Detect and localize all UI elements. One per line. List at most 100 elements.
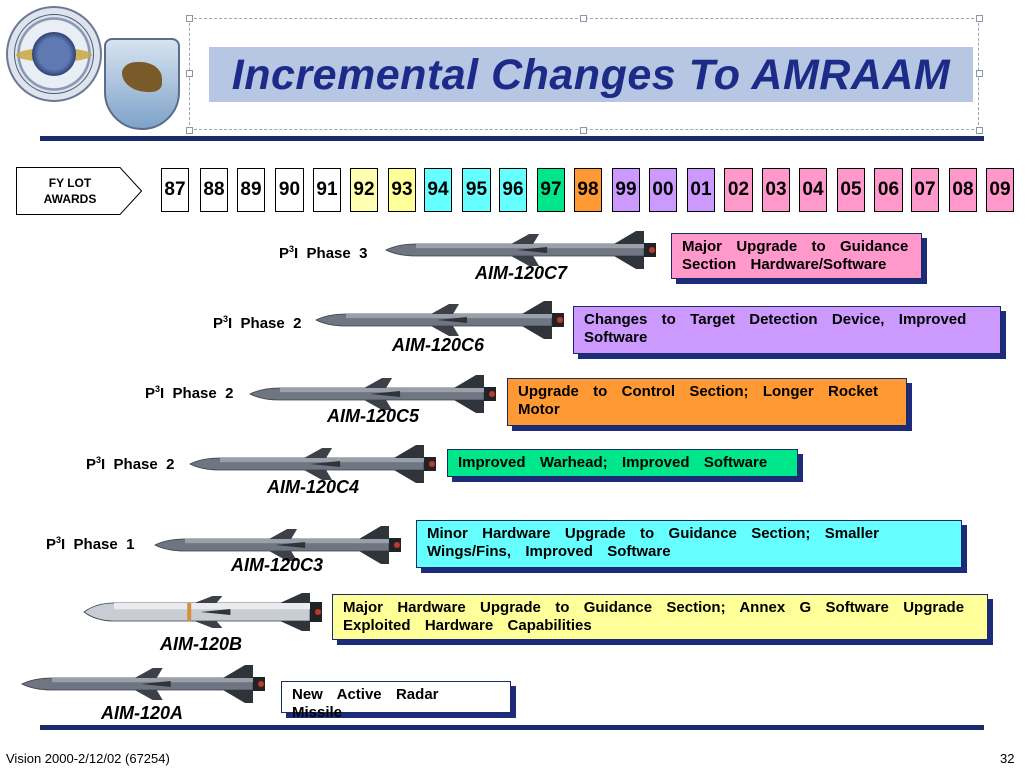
missile-nozzle-glow — [429, 461, 435, 467]
missile-nozzle-glow — [258, 681, 264, 687]
missile-fin-top — [223, 665, 253, 678]
fy-lot-line2: AWARDS — [43, 192, 97, 206]
phase-label: P3I Phase 3 — [279, 244, 367, 262]
upgrade-description: Minor Hardware Upgrade to Guidance Secti… — [416, 520, 962, 568]
missile-wing-side — [140, 681, 171, 687]
logo-ring — [14, 14, 94, 94]
year-box: 98 — [574, 168, 602, 212]
air-to-air-jspo-logo — [104, 38, 180, 130]
missile-name: AIM-120A — [101, 703, 184, 723]
slide-number: 32 — [1000, 751, 1015, 766]
phase-superscript: 3 — [155, 384, 161, 394]
phase-superscript: 3 — [223, 314, 229, 324]
year-box: 88 — [200, 168, 228, 212]
year-box: 97 — [537, 168, 565, 212]
missile-icon — [249, 375, 496, 413]
missile-fin-top — [280, 593, 310, 603]
upgrade-description: New Active Radar Missile — [281, 681, 511, 721]
missile-icon — [83, 593, 322, 631]
missile-wing-side — [370, 391, 401, 397]
upgrade-description: Upgrade to Control Section; Longer Rocke… — [507, 378, 907, 426]
year-box: 03 — [762, 168, 790, 212]
year-box: 04 — [799, 168, 827, 212]
logo-emblem — [32, 32, 76, 76]
year-box: 00 — [649, 168, 677, 212]
missile-wing-top — [269, 529, 298, 539]
phase-text: I Phase 3 — [294, 245, 368, 262]
footer-source: Vision 2000-2/12/02 (67254) — [6, 751, 170, 766]
missile-highlight — [280, 388, 484, 393]
phase-prefix: P — [46, 536, 57, 553]
missile-wing-top — [364, 378, 393, 388]
top-rule — [40, 136, 984, 141]
resize-handle-tr[interactable] — [976, 15, 983, 22]
missile-fin-bottom — [454, 400, 484, 413]
missile-wing-bottom — [194, 621, 223, 628]
year-box: 96 — [499, 168, 527, 212]
phase-prefix: P — [279, 245, 290, 262]
missile-fin-top — [359, 526, 389, 539]
missile-fin-bottom — [614, 256, 644, 269]
missile-wing-side — [275, 542, 306, 548]
resize-handle-tc[interactable] — [580, 15, 587, 22]
missile-icon — [21, 665, 265, 703]
resize-handle-ml[interactable] — [186, 70, 193, 77]
year-box: 05 — [837, 168, 865, 212]
year-box: 87 — [161, 168, 189, 212]
missile-wing-side — [310, 461, 341, 467]
missile-highlight — [416, 244, 644, 249]
missile-band — [187, 603, 192, 621]
year-box: 09 — [986, 168, 1014, 212]
missile-wing-top — [194, 596, 223, 603]
bottom-rule — [40, 725, 984, 730]
missile-wing-top — [511, 234, 540, 244]
missile-wing-bottom — [511, 256, 540, 266]
year-box: 93 — [388, 168, 416, 212]
missile-wing-bottom — [269, 551, 298, 561]
missile-fin-bottom — [522, 326, 552, 339]
missile-icon — [154, 526, 401, 564]
missile-wing-top — [304, 448, 333, 458]
phase-prefix: P — [145, 385, 156, 402]
missile-name: AIM-120C4 — [267, 477, 360, 497]
missile-fin-top — [522, 301, 552, 314]
year-box: 90 — [275, 168, 304, 212]
missile-nozzle-glow — [489, 391, 495, 397]
year-box: 01 — [687, 168, 715, 212]
missile-fin-bottom — [280, 621, 310, 631]
resize-handle-br[interactable] — [976, 127, 983, 134]
afpeo-weapons-logo — [6, 6, 102, 102]
resize-handle-tl[interactable] — [186, 15, 193, 22]
year-box: 99 — [612, 168, 640, 212]
resize-handle-bc[interactable] — [580, 127, 587, 134]
missile-name: AIM-120C3 — [231, 555, 324, 575]
missile-wing-bottom — [364, 400, 393, 410]
phase-label: P3I Phase 1 — [46, 535, 134, 553]
year-box: 94 — [424, 168, 452, 212]
phase-prefix: P — [213, 315, 224, 332]
missile-wing-side — [517, 247, 548, 253]
upgrade-description: Changes to Target Detection Device, Impr… — [573, 306, 1001, 354]
missile-nozzle-glow — [557, 317, 563, 323]
phase-text: I Phase 2 — [228, 315, 302, 332]
phase-text: I Phase 2 — [160, 385, 234, 402]
phase-text: I Phase 1 — [61, 536, 135, 553]
missile-wing-top — [134, 668, 163, 678]
missile-wing-bottom — [134, 690, 163, 700]
page-title[interactable]: Incremental Changes To AMRAAM — [231, 51, 951, 99]
missile-fin-top — [454, 375, 484, 388]
missile-wing-top — [431, 304, 459, 314]
missile-wing-bottom — [304, 470, 333, 480]
phase-label: P3I Phase 2 — [213, 314, 301, 332]
missile-icon — [385, 231, 656, 269]
resize-handle-mr[interactable] — [976, 70, 983, 77]
year-box: 07 — [911, 168, 939, 212]
missile-fin-bottom — [359, 551, 389, 564]
missile-wing-bottom — [431, 326, 459, 336]
missile-highlight — [114, 603, 310, 610]
missile-name: AIM-120C7 — [475, 263, 568, 283]
missile-nozzle-glow — [649, 247, 655, 253]
resize-handle-bl[interactable] — [186, 127, 193, 134]
missile-highlight — [52, 678, 253, 683]
missile-nozzle-glow — [315, 609, 321, 615]
